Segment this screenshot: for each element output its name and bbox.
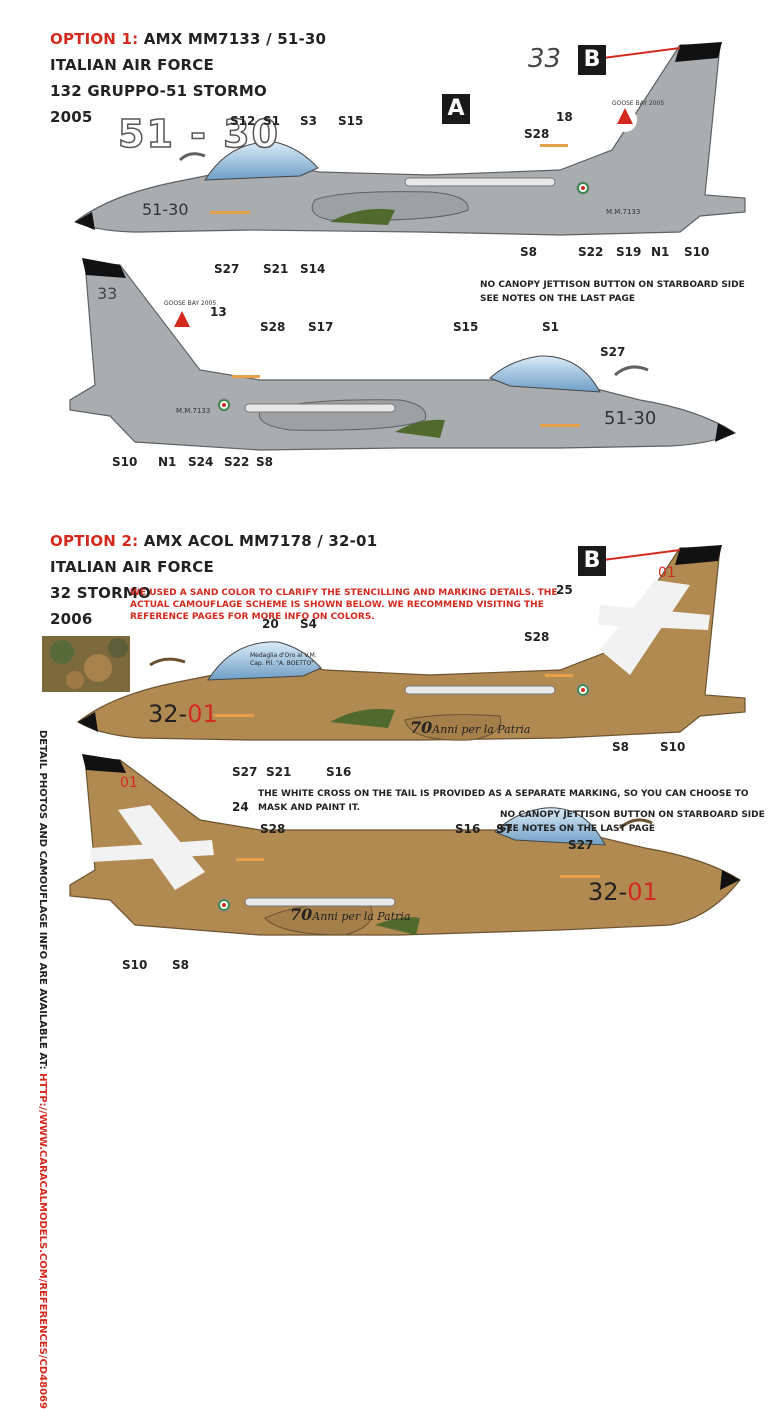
option1-note-2: SEE NOTES ON THE LAST PAGE (480, 294, 635, 304)
tail-code-bottom: 01 (120, 775, 138, 791)
aircraft-sand-left-profile (76, 545, 746, 741)
label-s27: S27 (214, 262, 240, 276)
marker-a: A (442, 94, 470, 124)
label-s3: S3 (300, 114, 317, 128)
tail-number-bottom: 33 (97, 284, 118, 303)
label-s27-c: S27 (232, 765, 258, 779)
label-s7: S7 (496, 822, 513, 836)
option2-title: AMX ACOL MM7178 / 32-01 (143, 532, 378, 550)
aircraft-illustrations (42, 42, 746, 936)
label-s1: S1 (263, 114, 280, 128)
label-13: 13 (210, 305, 227, 319)
label-s28-b: S28 (260, 320, 286, 334)
option1-unit: 132 GRUPPO-51 STORMO (50, 82, 267, 100)
code-red: 01 (187, 700, 218, 728)
badge-text-bottom: GOOSE BAY 2005 (164, 300, 217, 307)
cross-note: THE WHITE CROSS ON THE TAIL IS PROVIDED … (258, 789, 749, 813)
badge-text-top: GOOSE BAY 2005 (612, 100, 665, 107)
label-s10: S10 (684, 245, 710, 259)
label-s8-c: S8 (612, 740, 629, 754)
label-s4: S4 (300, 617, 317, 631)
label-s28-c: S28 (524, 630, 550, 644)
label-s10-c: S10 (660, 740, 686, 754)
option1-note-1: NO CANOPY JETTISON BUTTON ON STARBOARD S… (480, 280, 745, 290)
label-20: 20 (262, 617, 279, 631)
anniv-number-b: 70 (290, 905, 313, 924)
option2-sand-note: WE USED A SAND COLOR TO CLARIFY THE STEN… (130, 588, 558, 622)
label-s28-d: S28 (260, 822, 286, 836)
option1-title: AMX MM7133 / 51-30 (143, 30, 327, 48)
anniv-text-b: Anni per la Patria (312, 910, 411, 923)
option2-note-2: SEE NOTES ON THE LAST PAGE (500, 824, 655, 834)
label-s28: S28 (524, 127, 550, 141)
label-n1: N1 (651, 245, 670, 259)
label-s21: S21 (263, 262, 289, 276)
label-24: 24 (232, 800, 249, 814)
label-s15: S15 (338, 114, 364, 128)
serial-bottom: M.M.7133 (176, 407, 211, 415)
label-s8-d: S8 (172, 958, 189, 972)
label-s16: S16 (326, 765, 352, 779)
big-code-marking: 51 - 30 (117, 111, 280, 157)
option1-year: 2005 (50, 108, 93, 126)
label-s22-b: S22 (224, 455, 250, 469)
label-s10-b: S10 (112, 455, 138, 469)
anniversary-marking-bottom: 70Anni per la Patria (290, 905, 411, 924)
label-s24: S24 (188, 455, 214, 469)
code-black-b: 32- (588, 878, 628, 906)
fuselage-code-bottom: 51-30 (604, 408, 657, 429)
option2-year: 2006 (50, 610, 93, 628)
anniv-number: 70 (410, 718, 433, 737)
aircraft-grey-left-profile (73, 42, 746, 236)
label-s17: S17 (308, 320, 334, 334)
medal-text-1: Medaglia d'Oro al V.M. (250, 652, 317, 659)
label-s12: S12 (230, 114, 256, 128)
label-s27-d: S27 (568, 838, 594, 852)
serial-top: M.M.7133 (606, 208, 641, 216)
label-25: 25 (556, 583, 573, 597)
option1-air-force: ITALIAN AIR FORCE (50, 56, 214, 74)
aircraft-grey-right-profile (69, 258, 737, 451)
fuselage-code-top: 51-30 (142, 200, 189, 219)
side-reference-text: DETAIL PHOTOS AND CAMOUFLAGE INFO ARE AV… (37, 730, 48, 1409)
code-black: 32- (148, 700, 188, 728)
label-s16-b: S16 (455, 822, 481, 836)
option2-heading: OPTION 2: AMX ACOL MM7178 / 32-01 (50, 532, 377, 550)
side-text-url[interactable]: HTTP://WWW.CARACALMODELS.COM/REFERENCES/… (37, 1073, 48, 1409)
label-18: 18 (556, 110, 573, 124)
label-s27-b: S27 (600, 345, 626, 359)
side-text-prefix: DETAIL PHOTOS AND CAMOUFLAGE INFO ARE AV… (37, 730, 48, 1070)
label-s8-b: S8 (256, 455, 273, 469)
aircraft-sand-right-profile (69, 754, 741, 936)
label-n1-b: N1 (158, 455, 177, 469)
option2-air-force: ITALIAN AIR FORCE (50, 558, 214, 576)
label-s1-b: S1 (542, 320, 559, 334)
code-red-b: 01 (627, 878, 658, 906)
label-s10-d: S10 (122, 958, 148, 972)
tail-number-marking: 33 (528, 44, 562, 74)
fuselage-code-sand-top: 32-01 (148, 700, 218, 728)
option1-heading: OPTION 1: AMX MM7133 / 51-30 (50, 30, 326, 48)
anniversary-marking-top: 70Anni per la Patria (410, 718, 531, 737)
label-s19: S19 (616, 245, 642, 259)
label-s21-c: S21 (266, 765, 292, 779)
label-s8: S8 (520, 245, 537, 259)
label-s22: S22 (578, 245, 604, 259)
fuselage-code-sand-bottom: 32-01 (588, 878, 658, 906)
label-s14: S14 (300, 262, 326, 276)
option2-prefix: OPTION 2: (50, 532, 139, 550)
anniv-text: Anni per la Patria (432, 723, 531, 736)
marker-b-bottom: B (578, 546, 606, 576)
option2-unit: 32 STORMO (50, 584, 151, 602)
marker-b-top: B (578, 45, 606, 75)
medal-text: Medaglia d'Oro al V.M. Cap. Pil. "A. BOE… (250, 652, 317, 668)
option1-prefix: OPTION 1: (50, 30, 139, 48)
tail-code-top: 01 (658, 565, 676, 581)
option2-note-1: NO CANOPY JETTISON BUTTON ON STARBOARD S… (500, 810, 765, 820)
medal-text-2: Cap. Pil. "A. BOETTO" (250, 660, 314, 667)
label-s15-b: S15 (453, 320, 479, 334)
